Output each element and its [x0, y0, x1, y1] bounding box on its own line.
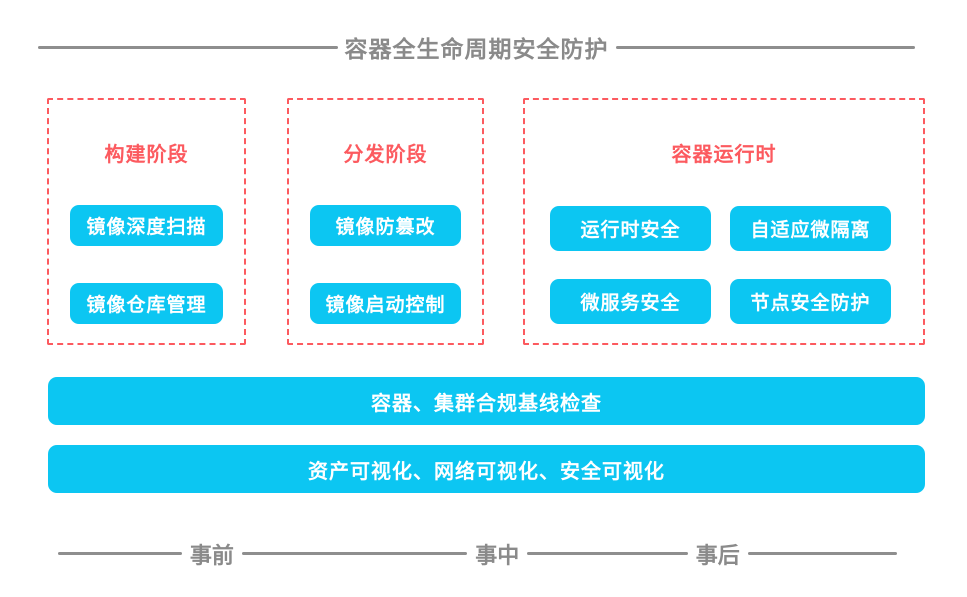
- chip-node-security-protection: 节点安全防护: [730, 279, 891, 324]
- stage-items-distribution: 镜像防篡改 镜像启动控制: [310, 205, 461, 324]
- stage-title-build: 构建阶段: [104, 144, 189, 166]
- bar-visibility: 资产可视化、网络可视化、安全可视化: [48, 445, 925, 493]
- title-divider-left: [38, 45, 338, 49]
- chip-runtime-security: 运行时安全: [550, 206, 711, 251]
- phase-before: 事前: [189, 542, 234, 568]
- stage-items-build: 镜像深度扫描 镜像仓库管理: [70, 205, 223, 324]
- phase-during: 事中: [475, 542, 520, 568]
- diagram-title: 容器全生命周期安全防护: [344, 36, 609, 62]
- stage-box-distribution: 分发阶段 镜像防篡改 镜像启动控制: [287, 98, 484, 345]
- timeline-line-2: [241, 552, 468, 555]
- stage-items-runtime: 运行时安全 自适应微隔离 微服务安全 节点安全防护: [550, 206, 891, 324]
- chip-image-deep-scan: 镜像深度扫描: [70, 205, 223, 246]
- chip-image-registry-management: 镜像仓库管理: [70, 283, 223, 324]
- timeline-line-3: [527, 552, 688, 555]
- title-divider-right: [615, 45, 915, 49]
- timeline-line-4: [747, 552, 897, 555]
- bar-compliance-baseline-check: 容器、集群合规基线检查: [48, 377, 925, 425]
- stage-box-runtime: 容器运行时 运行时安全 自适应微隔离 微服务安全 节点安全防护: [523, 98, 925, 345]
- phase-timeline: 事前 事中 事后: [58, 540, 897, 568]
- diagram-title-row: 容器全生命周期安全防护: [38, 33, 915, 62]
- stage-title-distribution: 分发阶段: [343, 144, 428, 166]
- chip-adaptive-micro-segmentation: 自适应微隔离: [730, 206, 891, 251]
- chip-image-launch-control: 镜像启动控制: [310, 283, 461, 324]
- phase-after: 事后: [695, 542, 740, 568]
- chip-microservice-security: 微服务安全: [550, 279, 711, 324]
- timeline-line-1: [58, 552, 182, 555]
- stage-title-runtime: 容器运行时: [671, 144, 777, 166]
- stage-box-build: 构建阶段 镜像深度扫描 镜像仓库管理: [47, 98, 246, 345]
- chip-image-anti-tamper: 镜像防篡改: [310, 205, 461, 246]
